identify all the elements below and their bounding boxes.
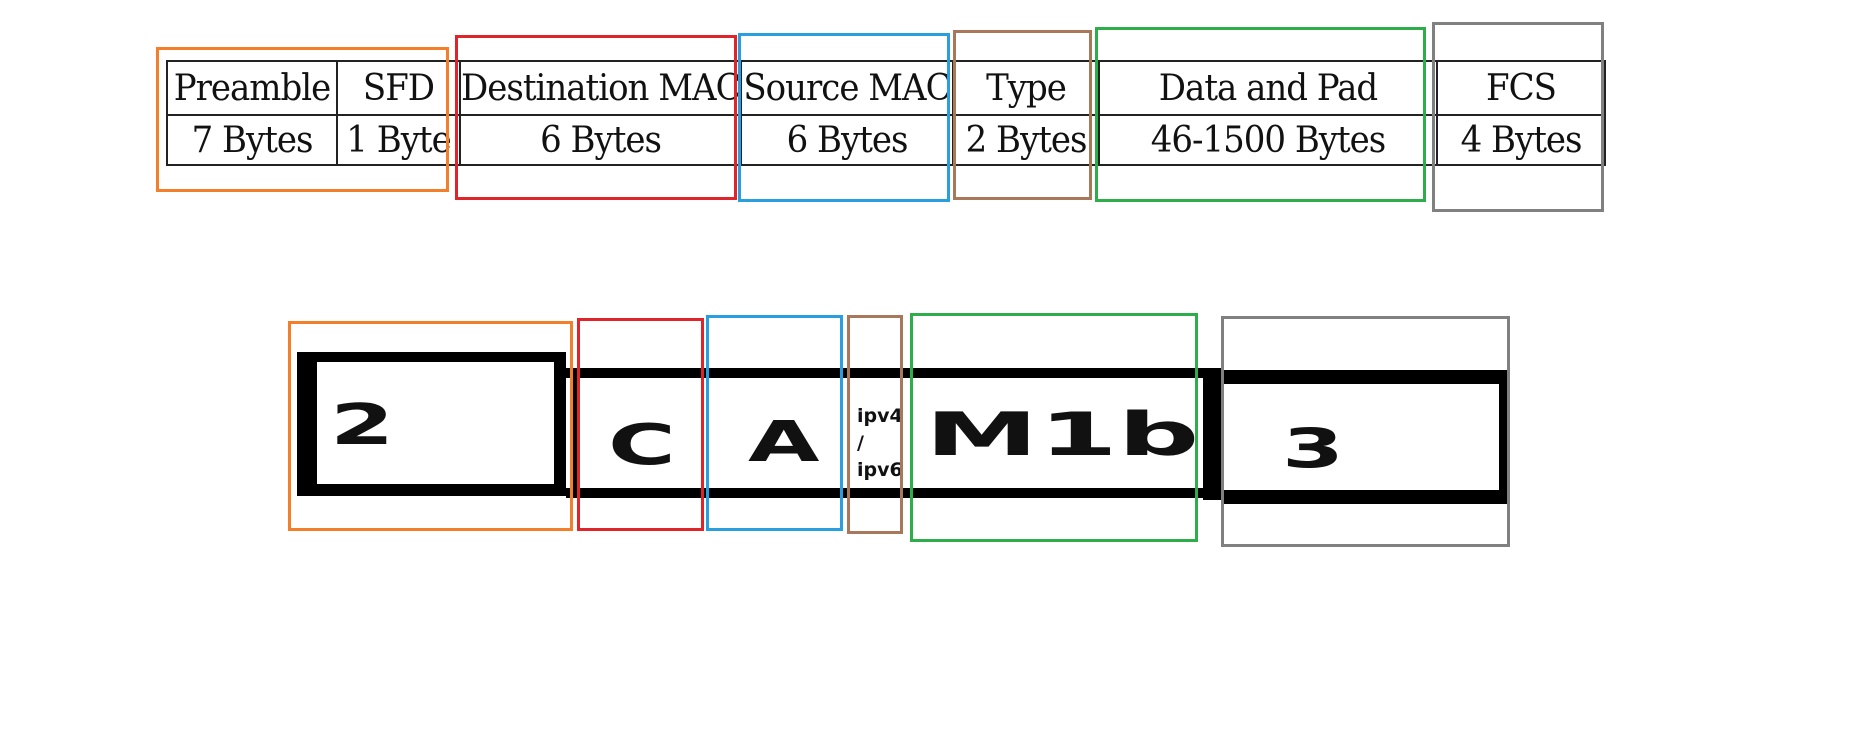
table-bottom-rule [166,164,1606,166]
strip-top-border [297,352,563,362]
highlight-box-strip-fcs [1221,316,1510,547]
field-name-type: Type [986,66,1067,110]
table-col-rule [740,60,742,166]
field-size-preamble: 7 Bytes [191,118,314,162]
table-col-rule [336,60,338,166]
field-name-fcs: FCS [1486,66,1557,110]
strip-bottom-border [297,484,563,496]
strip-label-data: M1b [925,400,1200,470]
highlight-box-data-and-pad [1095,27,1426,202]
table-col-rule [1098,60,1100,166]
field-size-source-mac: 6 Bytes [786,118,909,162]
strip-right-border [1499,370,1509,504]
strip-left-border [297,352,317,496]
highlight-box-type [953,30,1092,200]
table-top-rule [166,60,1606,62]
strip-top-border [1221,370,1509,384]
highlight-box-source-mac [738,33,950,202]
strip-label-destination: C [608,413,676,478]
strip-divider [554,352,566,496]
type-line-ipv6: ipv6 [857,459,903,481]
field-name-sfd: SFD [362,66,435,110]
highlight-box-strip-source [706,315,843,531]
highlight-box-strip-destination [577,318,704,531]
table-mid-rule [166,114,1606,116]
field-name-data-and-pad: Data and Pad [1158,66,1378,110]
table-col-rule [1436,60,1438,166]
highlight-box-strip-type [847,315,903,534]
table-col-rule [1604,60,1606,166]
strip-divider [570,368,578,498]
highlight-box-fcs [1432,22,1604,212]
highlight-box-destination-mac [455,35,737,200]
strip-label-preamble-sfd: 2 [330,393,395,458]
field-name-source-mac: Source MAC [743,66,951,110]
table-col-rule [459,60,461,166]
strip-label-source: A [748,410,820,475]
field-size-type: 2 Bytes [965,118,1088,162]
highlight-box-strip-data [910,313,1198,542]
field-size-destination-mac: 6 Bytes [540,118,662,162]
field-size-fcs: 4 Bytes [1460,118,1583,162]
type-line-ipv4: ipv4 [857,405,903,427]
table-col-rule [166,60,168,166]
strip-bottom-border [1221,490,1509,504]
highlight-box-preamble-sfd [156,47,449,192]
type-line-slash: / [857,432,864,454]
field-size-data-and-pad: 46-1500 Bytes [1150,118,1387,162]
field-name-preamble: Preamble [173,66,332,110]
strip-divider [1203,368,1221,500]
strip-top-border [566,368,1208,378]
strip-label-type: ipv4 / ipv6 [857,403,907,484]
highlight-box-strip-preamble-sfd [288,321,573,531]
field-name-destination-mac: Destination MAC [461,66,742,110]
field-size-sfd: 1 Byte [346,118,451,162]
strip-bottom-border [566,488,1208,498]
strip-label-fcs: 3 [1282,417,1345,480]
